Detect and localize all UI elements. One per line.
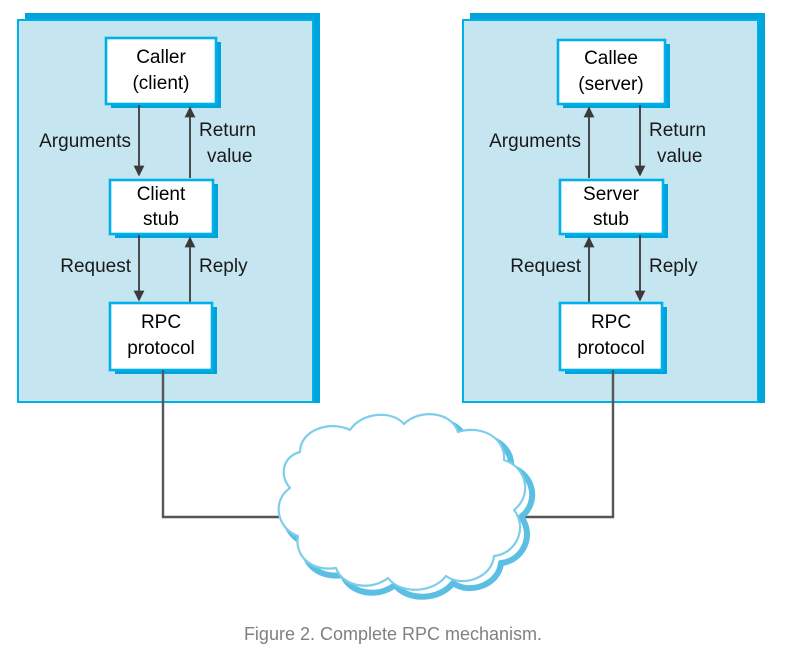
node-server-stub-body <box>558 178 665 236</box>
server-panel: Callee (server) Arguments Return value S… <box>462 13 765 403</box>
node-client-rpc-protocol[interactable]: RPC protocol <box>108 301 217 374</box>
flow-request-server: Request <box>510 236 595 302</box>
return-value-label-server-line2: value <box>657 146 702 167</box>
node-client-stub-label-line2: stub <box>143 209 179 230</box>
flow-return-value-server: Return value <box>634 105 706 177</box>
network-cloud-body <box>277 413 527 591</box>
network-cloud[interactable] <box>277 413 536 600</box>
node-client-rpc-label-line2: protocol <box>127 338 195 359</box>
request-label-client: Request <box>60 256 131 277</box>
node-server-rpc-label-line1: RPC <box>591 312 631 333</box>
return-value-label-client-line1: Return <box>199 120 256 141</box>
node-callee-label-line2: (server) <box>578 74 643 95</box>
node-server-stub-label-line1: Server <box>583 184 640 205</box>
node-caller-label-line2: (client) <box>132 73 189 94</box>
node-client-stub[interactable]: Client stub <box>108 178 218 238</box>
node-server-rpc-label-line2: protocol <box>577 338 645 359</box>
figure-caption: Figure 2. Complete RPC mechanism. <box>244 624 542 644</box>
node-callee-label-line1: Callee <box>584 48 638 69</box>
flow-arguments-client: Arguments <box>39 105 145 177</box>
node-callee[interactable]: Callee (server) <box>556 38 670 108</box>
node-server-rpc-protocol[interactable]: RPC protocol <box>558 301 667 374</box>
arguments-label-server: Arguments <box>489 131 581 152</box>
node-client-stub-label-line1: Client <box>137 184 186 205</box>
node-client-rpc-label-line1: RPC <box>141 312 181 333</box>
flow-request-client: Request <box>60 235 145 302</box>
return-value-label-server-line1: Return <box>649 120 706 141</box>
node-caller-body <box>104 36 218 106</box>
node-caller[interactable]: Caller (client) <box>104 36 221 108</box>
node-caller-label-line1: Caller <box>136 47 186 68</box>
network-link-client <box>161 370 300 519</box>
node-server-rpc-body <box>558 301 664 372</box>
node-server-stub[interactable]: Server stub <box>558 178 668 238</box>
request-label-server: Request <box>510 256 581 277</box>
flow-reply-server: Reply <box>634 235 698 302</box>
node-server-stub-label-line2: stub <box>593 209 629 230</box>
client-panel: Caller (client) Arguments Return value C… <box>17 13 320 403</box>
return-value-label-client-line2: value <box>207 146 252 167</box>
flow-arguments-server: Arguments <box>489 106 595 178</box>
arguments-label-client: Arguments <box>39 131 131 152</box>
flow-return-value-client: Return value <box>184 106 256 178</box>
node-client-rpc-body <box>108 301 214 372</box>
reply-label-server: Reply <box>649 256 698 277</box>
flow-reply-client: Reply <box>184 236 248 302</box>
node-callee-body <box>556 38 667 106</box>
reply-label-client: Reply <box>199 256 248 277</box>
node-client-stub-body <box>108 178 215 236</box>
